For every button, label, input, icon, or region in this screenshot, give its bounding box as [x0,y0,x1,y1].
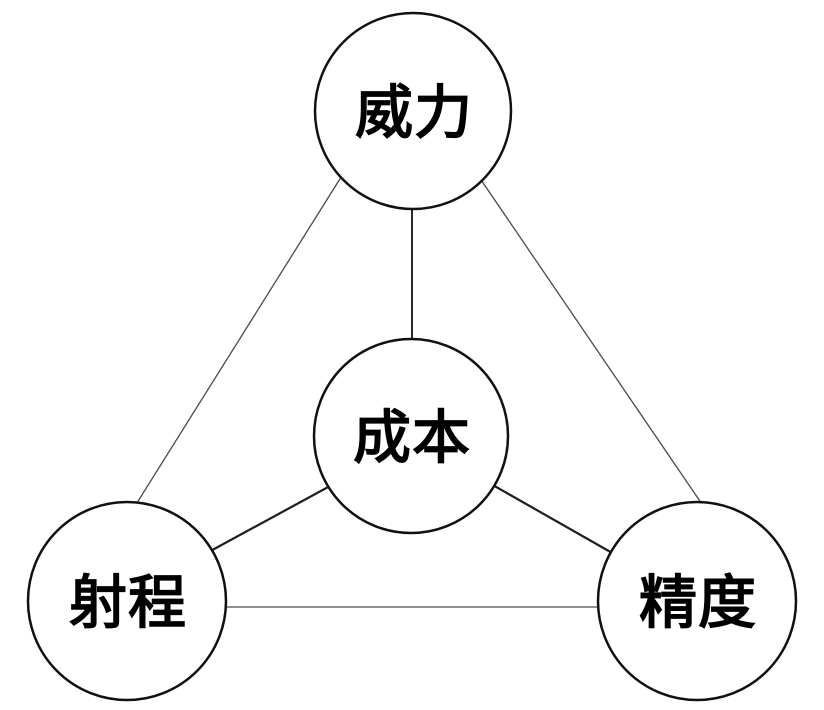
node-power-label: 威力 [355,81,473,146]
diagram-edges [129,173,707,608]
node-cost-label: 成本 [353,406,471,471]
node-precision-circle [596,500,798,702]
node-power-circle [313,11,513,211]
node-range-label: 射程 [69,571,187,636]
node-precision: 精度 [596,500,798,702]
edge-cost-range [204,485,331,555]
node-cost-circle [312,337,510,535]
node-power: 威力 [313,11,513,211]
edge-power-precision [476,173,707,511]
edge-cost-precision [490,483,615,555]
node-range: 射程 [26,500,228,702]
node-cost: 成本 [312,337,510,535]
node-precision-label: 精度 [639,571,757,636]
node-range-circle [26,500,228,702]
edge-power-range [129,173,344,515]
